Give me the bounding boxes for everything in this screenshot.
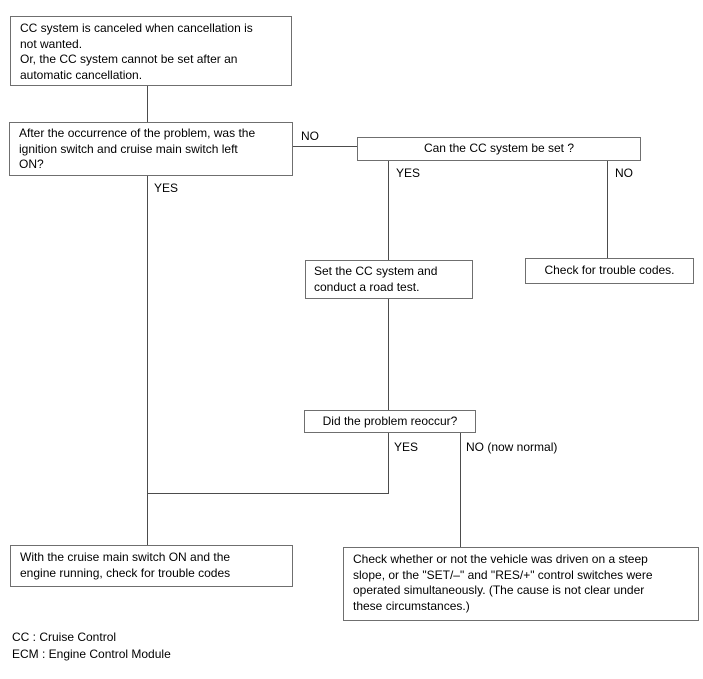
label-ignition-yes: YES — [154, 181, 179, 195]
label-ignition-no: NO — [301, 129, 319, 143]
flowchart-box-check-trouble-codes: Check for trouble codes. — [525, 258, 694, 284]
flowchart-box-check-codes-engine-running: With the cruise main switch ON and the e… — [10, 545, 293, 587]
label-reoccur-yes: YES — [394, 440, 419, 454]
connector-canset-yes-down — [388, 161, 389, 260]
connector-ignition-no-right — [293, 146, 357, 147]
flowchart-box-ignition-question: After the occurrence of the problem, was… — [9, 122, 293, 176]
flowchart-box-reoccur-question: Did the problem reoccur? — [304, 410, 476, 433]
connector-canset-no-down — [607, 161, 608, 258]
abbreviation-legend: CC : Cruise Control ECM : Engine Control… — [12, 629, 171, 663]
connector-reoccur-yes-merge — [147, 493, 389, 494]
connector-ignition-yes-down — [147, 176, 148, 545]
connector-roadtest-to-reoccur — [388, 299, 389, 410]
flowchart-box-check-steep-slope: Check whether or not the vehicle was dri… — [343, 547, 699, 621]
legend-ecm-definition: ECM : Engine Control Module — [12, 647, 171, 661]
connector-reoccur-no-down — [460, 433, 461, 547]
flowchart-box-can-set-question: Can the CC system be set ? — [357, 137, 641, 161]
connector-start-to-ignition — [147, 86, 148, 122]
flowchart-box-set-road-test: Set the CC system and conduct a road tes… — [305, 260, 473, 299]
connector-reoccur-yes-down — [388, 433, 389, 494]
label-canset-no: NO — [615, 166, 633, 180]
legend-cc-definition: CC : Cruise Control — [12, 630, 117, 644]
label-canset-yes: YES — [396, 166, 421, 180]
label-reoccur-no: NO (now normal) — [466, 440, 558, 454]
flowchart-box-problem-description: CC system is canceled when cancellation … — [10, 16, 292, 86]
